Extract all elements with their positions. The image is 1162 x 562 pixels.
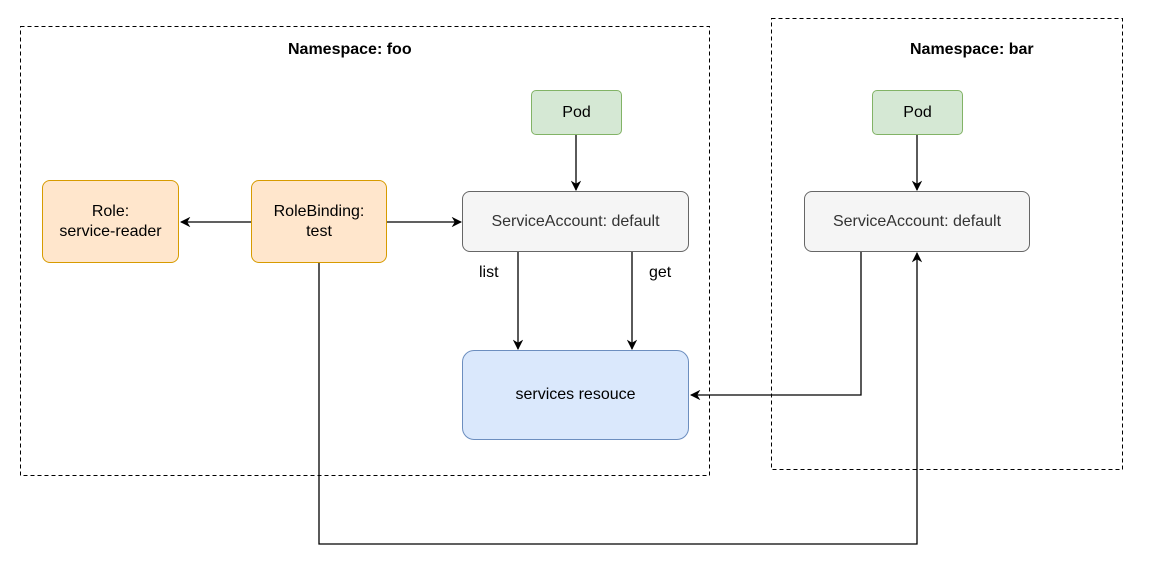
rolebinding-node-title: RoleBinding: (273, 202, 365, 220)
pod-bar-label: Pod (903, 103, 932, 121)
namespace-foo-label: Namespace: foo (288, 41, 412, 58)
namespace-bar-label: Namespace: bar (910, 41, 1034, 58)
pod-bar-node[interactable]: Pod (872, 90, 963, 135)
rolebinding-node[interactable]: RoleBinding: test (251, 180, 387, 263)
namespace-foo-boundary (20, 26, 710, 476)
edge-sa-bar-to-services (689, 251, 862, 401)
role-node-name: service-reader (59, 222, 162, 240)
serviceaccount-bar-label: ServiceAccount: default (832, 212, 1002, 230)
edge-label-get: get (649, 264, 672, 282)
rolebinding-node-name: test (306, 222, 332, 240)
role-node[interactable]: Role: service-reader (42, 180, 179, 263)
role-node-title: Role: (91, 202, 130, 220)
edge-rolebinding-to-sa-bar (318, 251, 923, 545)
serviceaccount-bar-node[interactable]: ServiceAccount: default (804, 191, 1030, 252)
pod-foo-node[interactable]: Pod (531, 90, 622, 135)
edge-label-list: list (479, 264, 499, 282)
pod-foo-label: Pod (562, 103, 591, 121)
services-resource-label: services resouce (515, 386, 636, 403)
serviceaccount-foo-label: ServiceAccount: default (491, 212, 660, 230)
namespace-bar-boundary (771, 18, 1123, 470)
services-resource-node[interactable]: services resouce (462, 350, 689, 440)
serviceaccount-foo-node[interactable]: ServiceAccount: default (462, 191, 689, 252)
